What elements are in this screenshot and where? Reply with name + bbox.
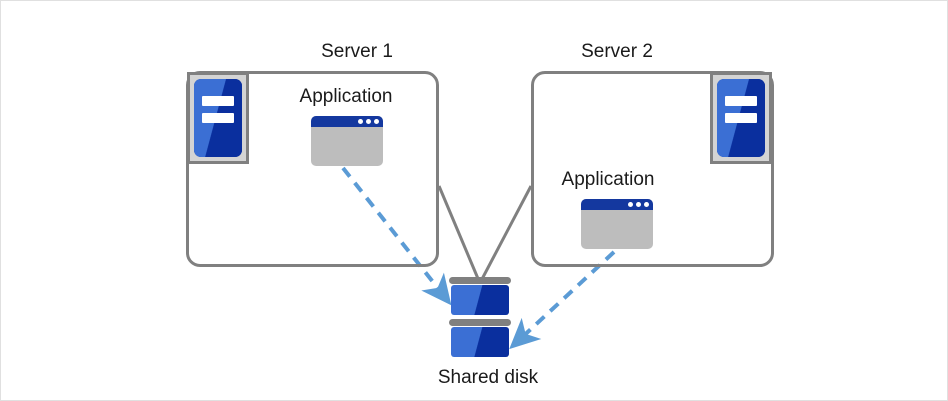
disk-body: [451, 285, 509, 315]
server2-box: [531, 71, 774, 267]
server-machine-icon: [187, 72, 249, 164]
disk-cap: [449, 319, 511, 326]
shared-disk-icon: [449, 277, 511, 361]
server1-label: Server 1: [321, 41, 393, 62]
server2-to-disk-line: [479, 185, 533, 282]
server-icon-bar-bottom: [201, 113, 235, 124]
server1-box: [186, 71, 439, 267]
application-window-icon: [311, 116, 383, 166]
window-dot-icon: [628, 202, 633, 207]
application-titlebar: [581, 199, 653, 210]
window-dot-icon: [358, 119, 363, 124]
disk-cap: [449, 277, 511, 284]
window-dot-icon: [636, 202, 641, 207]
server-machine-icon-body: [194, 79, 242, 157]
server2-application-label: Application: [561, 169, 655, 190]
application-titlebar: [311, 116, 383, 127]
server-icon-bar-top: [724, 96, 758, 107]
server-icon-bar-top: [201, 96, 235, 107]
window-dot-icon: [374, 119, 379, 124]
shared-disk-label: Shared disk: [437, 367, 539, 388]
server-machine-icon-body: [717, 79, 765, 157]
server-icon-bar-bottom: [724, 113, 758, 124]
server-machine-icon: [710, 72, 772, 164]
window-dot-icon: [644, 202, 649, 207]
server1-to-disk-line: [437, 185, 481, 282]
application-window-icon: [581, 199, 653, 249]
disk-unit-lower: [449, 319, 511, 357]
server1-application-label: Application: [299, 86, 393, 107]
disk-body: [451, 327, 509, 357]
window-dot-icon: [366, 119, 371, 124]
app1-to-disk-arrow: [341, 166, 452, 306]
disk-unit-upper: [449, 277, 511, 315]
server2-label: Server 2: [581, 41, 653, 62]
